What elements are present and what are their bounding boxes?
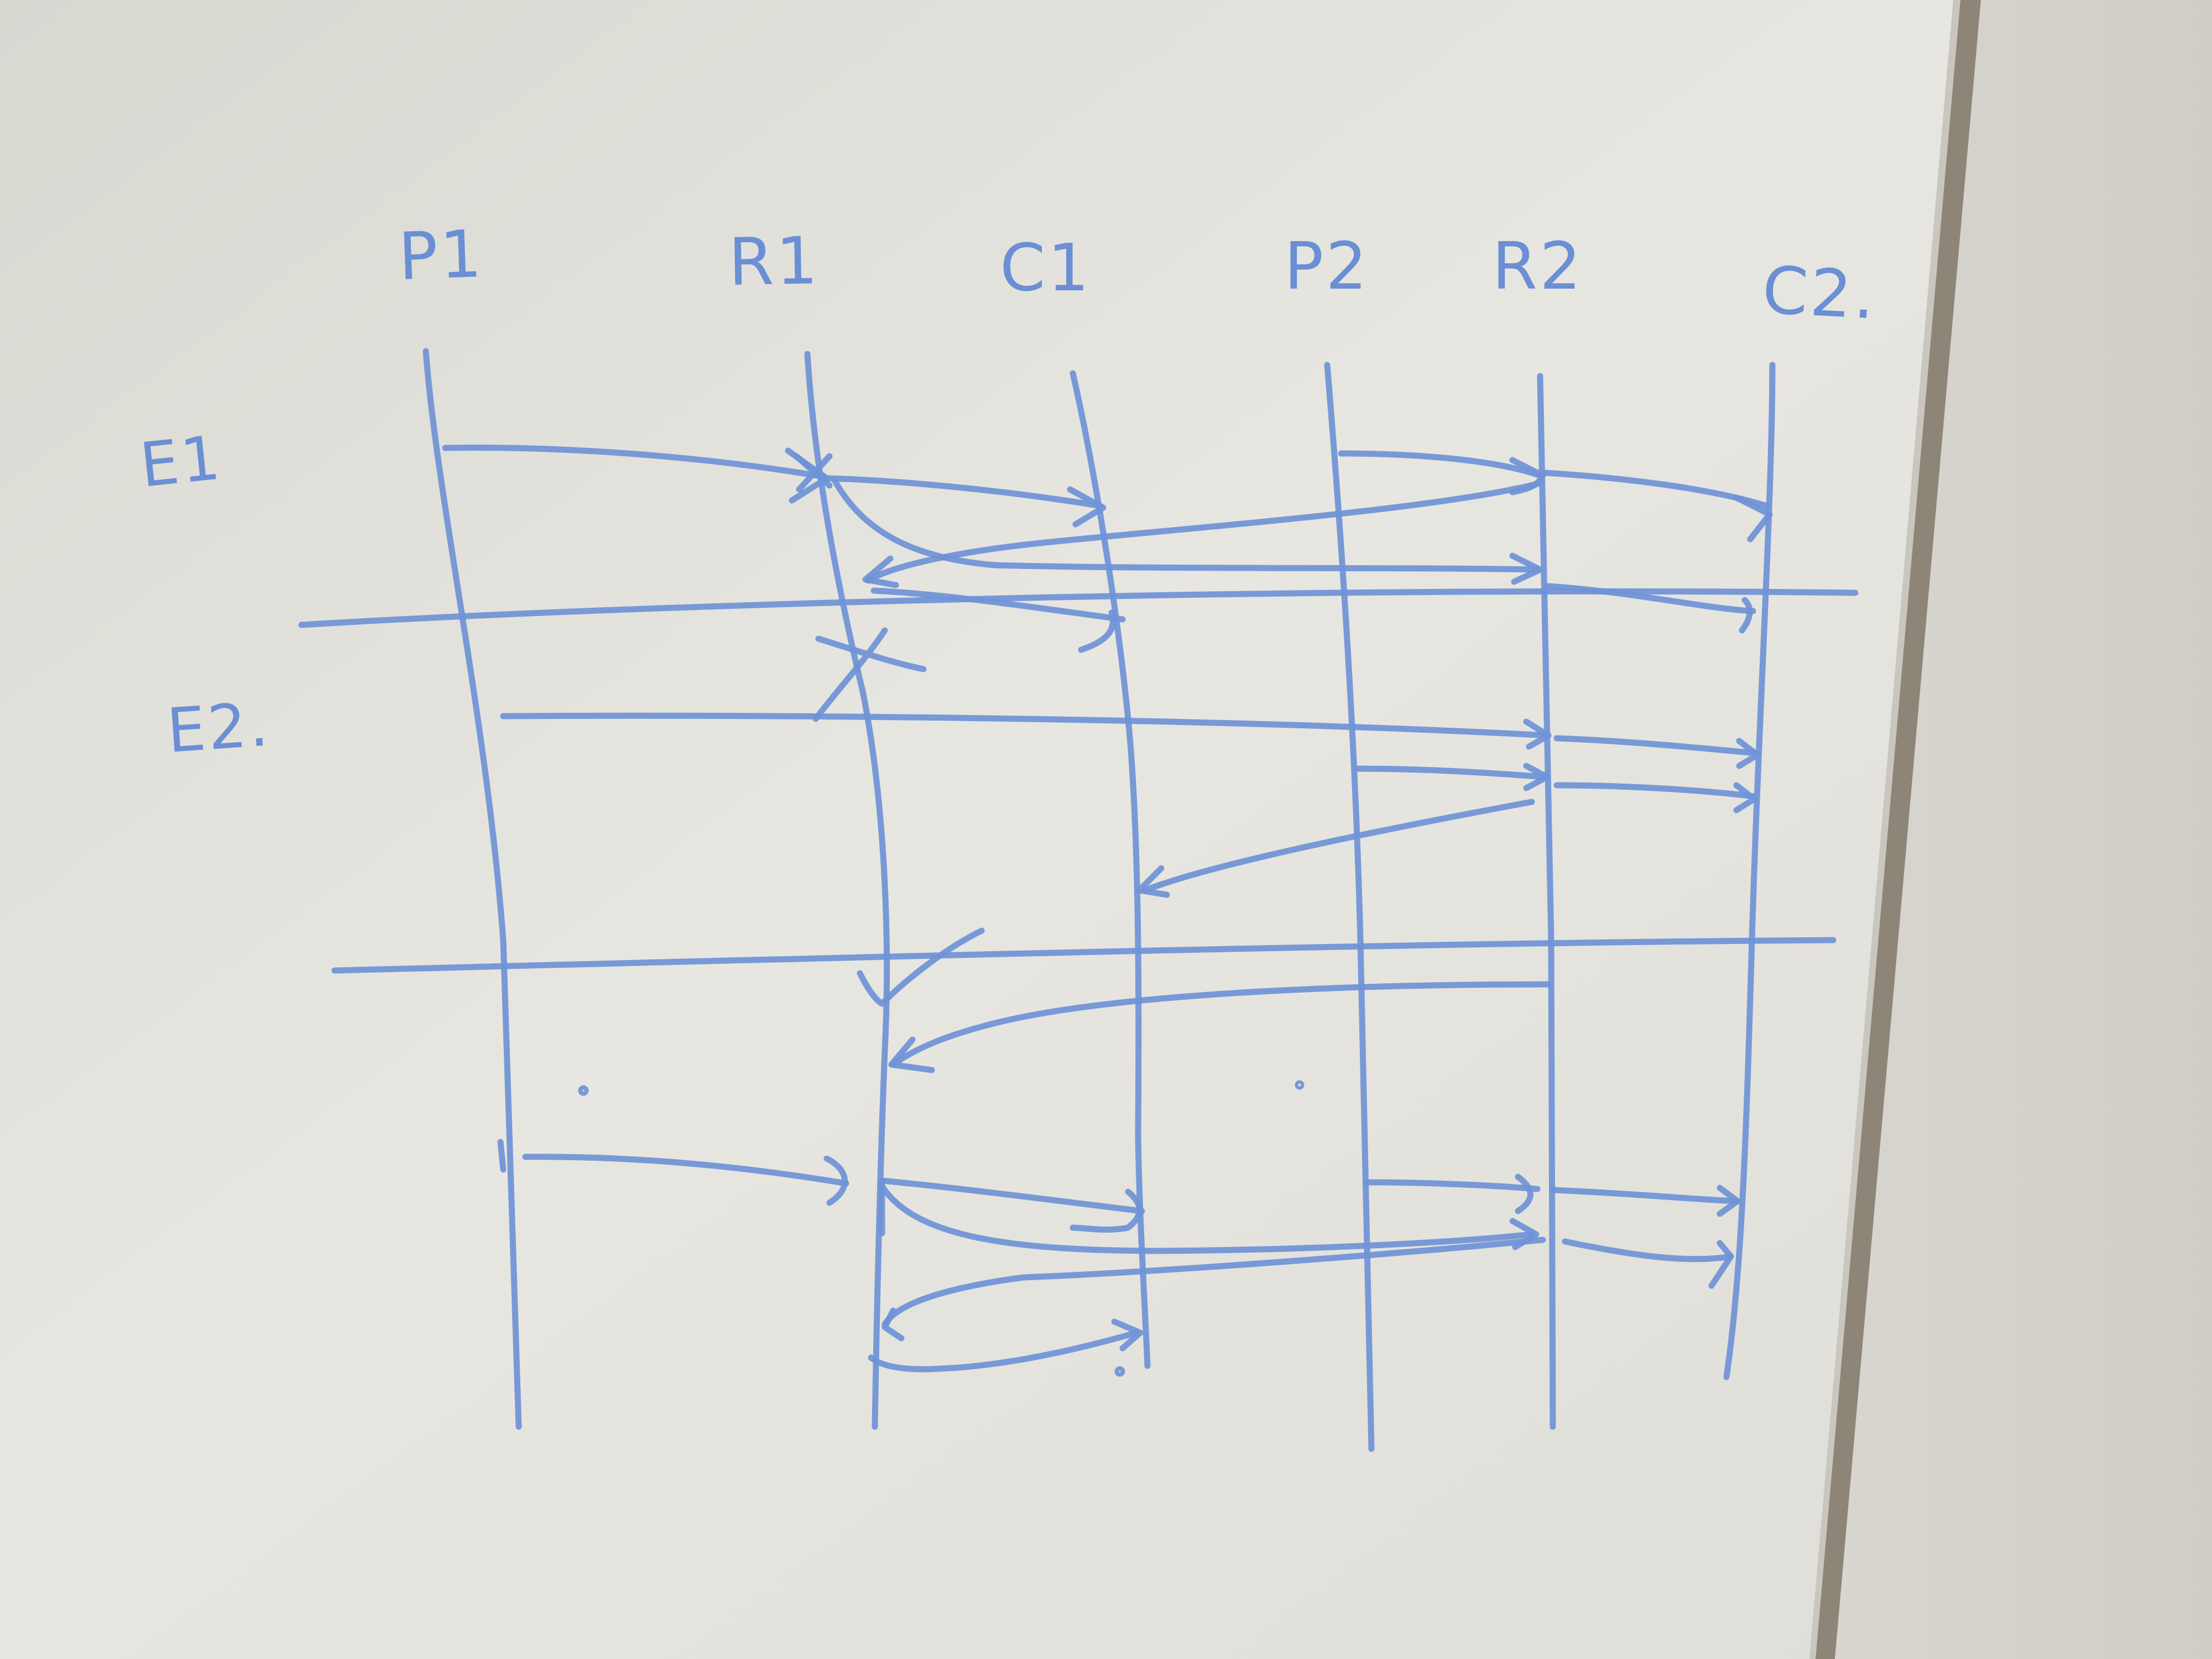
arrowhead-r2-to-c2-e2-second <box>1733 782 1757 813</box>
msg-r2-back-to-r1-e3 <box>890 981 1552 1068</box>
arrowhead-r2-back-to-r1-bottom <box>881 1307 905 1342</box>
msg-p1-to-r1 <box>442 445 827 480</box>
board-frame-highlight <box>1809 0 1960 1659</box>
row-label-e1: E1 <box>137 422 225 501</box>
reject-cross-e2 <box>812 627 927 722</box>
column-label-r2: R2 <box>1492 228 1583 304</box>
speck-1 <box>578 1085 589 1096</box>
msg-r1-to-r2-bottom <box>879 1183 1535 1254</box>
msg-r1-to-c1-second <box>870 587 1126 623</box>
reject-cross-r1 <box>793 453 833 493</box>
arrowhead-p1-to-r1-bottom <box>823 1155 848 1206</box>
arrowhead-r1-to-c1-final <box>1111 1318 1144 1352</box>
arrowhead-r1-to-c1-second <box>1078 609 1116 653</box>
msg-p1-to-r2 <box>500 712 1552 739</box>
msg-r2-back-to-r1 <box>865 481 1541 584</box>
column-label-c2: C2. <box>1761 252 1879 334</box>
speck-3 <box>1114 1366 1125 1377</box>
msg-r1-to-c1-bottom <box>879 1177 1145 1214</box>
msg-p2-to-r2-bottom <box>1363 1179 1541 1192</box>
row-label-e2: E2. <box>165 688 273 766</box>
arrowhead-p1-to-r2 <box>1523 718 1552 750</box>
arrowhead-r2-back-to-c1 <box>1136 865 1170 898</box>
msg-p2-to-r2-e2 <box>1354 765 1549 780</box>
msg-r2-to-c2-bottom <box>1551 1187 1740 1204</box>
msg-r1-to-c1 <box>826 475 1104 509</box>
arrowhead-r1-to-c1-bottom <box>1070 1188 1143 1233</box>
wall-right <box>1819 0 2212 1659</box>
lifeline-p1 <box>422 348 522 1430</box>
msg-r2-to-c2-bottom-second <box>1562 1238 1734 1262</box>
column-label-p2: P2 <box>1284 228 1369 304</box>
arrowhead-r2-to-c2-bottom <box>1717 1185 1741 1217</box>
arrowhead-r1-to-c1 <box>1067 486 1107 528</box>
msg-r2-back-to-c1 <box>1141 799 1535 894</box>
arrowhead-p2-to-r2-bottom <box>1515 1173 1533 1214</box>
msg-p1-to-r1-bottom <box>522 1154 849 1187</box>
msg-r2-to-c2-e2-second <box>1553 782 1756 800</box>
board-frame-edge <box>1815 0 1981 1659</box>
epoch-divider-2 <box>331 937 1837 974</box>
msg-r1-curve-to-r2 <box>832 478 1541 573</box>
arrowhead-r2-back-to-r1 <box>862 555 899 588</box>
arrowhead-r2-to-c2-second <box>1739 597 1753 634</box>
column-label-p1: P1 <box>397 216 485 295</box>
accept-check-r1 <box>857 927 985 1007</box>
arrowhead-r1-curve-to-r2 <box>1509 552 1543 585</box>
arrowhead-p2-to-r2-e2 <box>1523 763 1551 791</box>
arrowhead-r2-to-c2-e2 <box>1736 738 1761 769</box>
arrowhead-r2-back-to-r1-e3 <box>888 1036 935 1073</box>
column-label-c1: C1 <box>1000 229 1091 306</box>
msg-r1-to-c1-final <box>868 1329 1140 1373</box>
msg-r2-back-to-r1-bottom <box>881 1237 1546 1328</box>
lifeline-r1 <box>804 351 890 1430</box>
arrowhead-r2-to-c2 <box>1733 494 1773 542</box>
lifeline-p1-tick-bottom <box>497 1139 507 1173</box>
speck-2 <box>1295 1080 1305 1090</box>
lifeline-r2 <box>1537 373 1556 1430</box>
msg-r2-to-c2-e2 <box>1553 735 1759 757</box>
column-label-r1: R1 <box>728 222 820 300</box>
msg-r2-to-c2-second <box>1545 583 1756 614</box>
arrowhead-r2-to-c2-bottom-second <box>1708 1240 1734 1289</box>
msg-p2-to-r2 <box>1338 450 1543 479</box>
